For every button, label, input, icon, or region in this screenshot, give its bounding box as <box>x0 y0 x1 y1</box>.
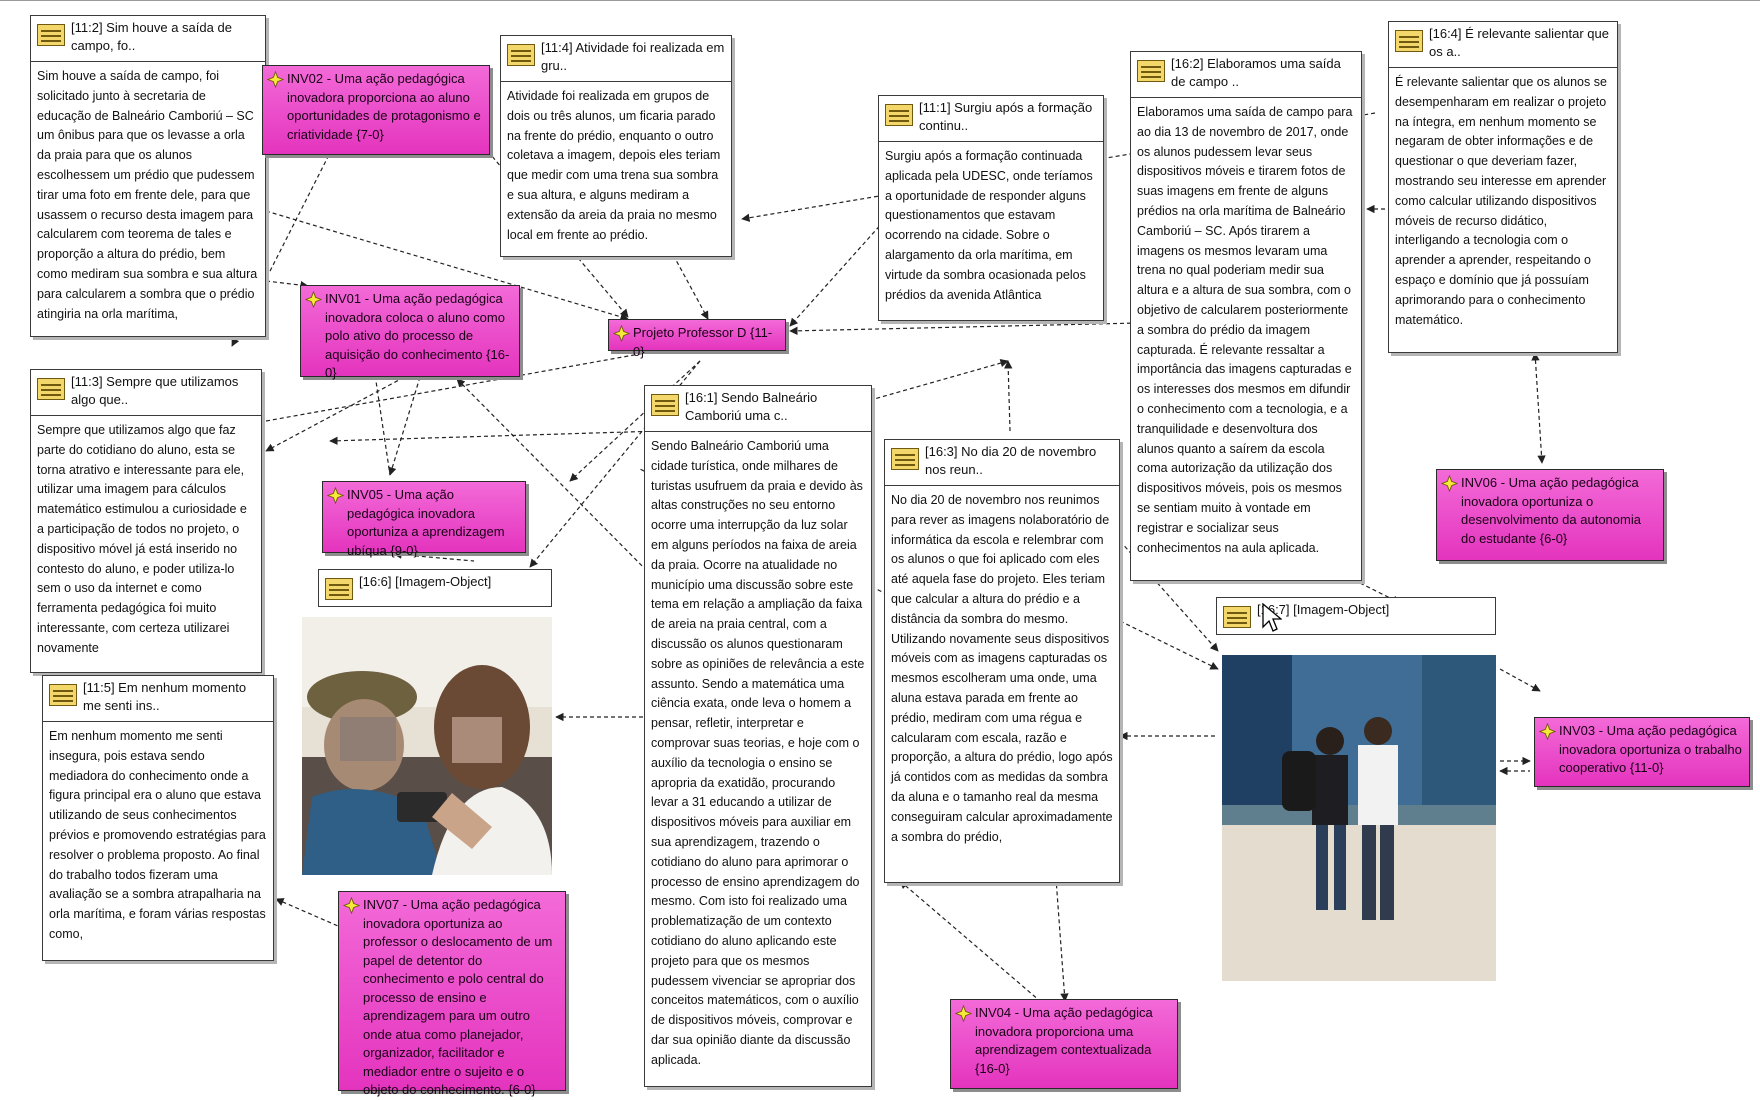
image-quotation-16-7[interactable]: [16:7] [Imagem-Object] <box>1216 597 1496 635</box>
link <box>789 322 1139 336</box>
link <box>899 880 1041 1002</box>
code-inv04[interactable]: INV04 - Uma ação pedagógica inovadora pr… <box>950 999 1178 1089</box>
quotation-16-4[interactable]: [16:4] É relevante salientar que os a.. … <box>1388 21 1618 353</box>
link <box>275 898 339 927</box>
quotation-16-2[interactable]: [16:2] Elaboramos uma saída de campo .. … <box>1130 51 1362 581</box>
code-label: INV01 - Uma ação pedagógica inovadora co… <box>325 291 510 380</box>
code-label: Projeto Professor D {11-0} <box>633 325 773 359</box>
code-label: INV03 - Uma ação pedagógica inovadora op… <box>1559 723 1742 775</box>
quotation-text: Sim houve a saída de campo, foi solicita… <box>37 69 258 321</box>
quotation-text: Atividade foi realizada em grupos de doi… <box>507 89 721 242</box>
quotation-16-1[interactable]: [16:1] Sendo Balneário Camboriú uma c.. … <box>644 385 872 1087</box>
quotation-text: Em nenhum momento me senti insegura, poi… <box>49 729 266 941</box>
quotation-title: [16:6] [Imagem-Object] <box>359 574 492 589</box>
code-label: INV05 - Uma ação pedagógica inovadora op… <box>347 487 505 558</box>
photo-students-on-beach[interactable] <box>1222 655 1496 981</box>
code-label: INV06 - Uma ação pedagógica inovadora op… <box>1461 475 1641 546</box>
code-sparkle-icon <box>267 71 284 88</box>
code-sparkle-icon <box>955 1005 972 1022</box>
code-sparkle-icon <box>327 487 344 504</box>
code-label: INV07 - Uma ação pedagógica inovadora op… <box>363 897 553 1097</box>
memo-note-icon <box>1137 60 1165 82</box>
mouse-cursor-icon <box>1262 603 1282 632</box>
quotation-title: [16:4] É relevante salientar que os a.. <box>1429 26 1609 59</box>
code-sparkle-icon <box>305 291 322 308</box>
quotation-title: [16:3] No dia 20 de novembro nos reun.. <box>925 444 1097 477</box>
quotation-text: Elaboramos uma saída de campo para ao di… <box>1137 105 1353 555</box>
photo-image <box>302 617 552 875</box>
code-inv03[interactable]: INV03 - Uma ação pedagógica inovadora op… <box>1534 717 1750 787</box>
link <box>388 376 421 476</box>
memo-note-icon <box>891 448 919 470</box>
code-label: INV02 - Uma ação pedagógica inovadora pr… <box>287 71 481 142</box>
quotation-title: [11:5] Em nenhum momento me senti ins.. <box>83 680 247 713</box>
link <box>1531 352 1546 464</box>
code-inv05[interactable]: INV05 - Uma ação pedagógica inovadora op… <box>322 481 526 558</box>
code-inv01[interactable]: INV01 - Uma ação pedagógica inovadora co… <box>300 285 520 380</box>
quotation-text: Sempre que utilizamos algo que faz parte… <box>37 423 247 655</box>
quotation-title: [11:3] Sempre que utilizamos algo que.. <box>71 374 239 407</box>
quotation-11-1[interactable]: [11:1] Surgiu após a formação continu.. … <box>878 95 1104 321</box>
photo-image <box>1222 655 1496 981</box>
quotation-11-3[interactable]: [11:3] Sempre que utilizamos algo que.. … <box>30 369 262 673</box>
code-inv06[interactable]: INV06 - Uma ação pedagógica inovadora op… <box>1436 469 1664 561</box>
quotation-title: [11:2] Sim houve a saída de campo, fo.. <box>71 20 232 53</box>
quotation-11-2[interactable]: [11:2] Sim houve a saída de campo, fo.. … <box>30 15 266 337</box>
link <box>789 220 885 327</box>
memo-note-icon <box>507 44 535 66</box>
code-sparkle-icon <box>613 325 630 342</box>
memo-note-icon <box>1223 606 1251 628</box>
memo-note-icon <box>49 684 77 706</box>
image-quotation-16-6[interactable]: [16:6] [Imagem-Object] <box>318 569 552 607</box>
link <box>456 378 661 585</box>
quotation-text: Sendo Balneário Camboriú uma cidade turí… <box>651 439 865 1067</box>
memo-note-icon <box>37 24 65 46</box>
memo-note-icon <box>651 394 679 416</box>
quotation-text: É relevante salientar que os alunos se d… <box>1395 75 1607 327</box>
link <box>1119 620 1219 670</box>
photo-students-with-phone[interactable] <box>302 617 552 875</box>
memo-note-icon <box>885 104 913 126</box>
code-sparkle-icon <box>1539 723 1556 740</box>
memo-note-icon <box>1395 30 1423 52</box>
link <box>1499 668 1541 692</box>
code-sparkle-icon <box>343 897 360 914</box>
link <box>669 248 709 320</box>
quotation-11-5[interactable]: [11:5] Em nenhum momento me senti ins.. … <box>42 675 274 961</box>
code-inv02[interactable]: INV02 - Uma ação pedagógica inovadora pr… <box>262 65 490 155</box>
code-sparkle-icon <box>1441 475 1458 492</box>
quotation-text: No dia 20 de novembro nos reunimos para … <box>891 493 1113 844</box>
code-inv07[interactable]: INV07 - Uma ação pedagógica inovadora op… <box>338 891 566 1097</box>
quotation-title: [16:1] Sendo Balneário Camboriú uma c.. <box>685 390 818 423</box>
quotation-11-4[interactable]: [11:4] Atividade foi realizada em gru.. … <box>500 35 732 257</box>
code-project-professor-d[interactable]: Projeto Professor D {11-0} <box>608 319 786 359</box>
quotation-16-3[interactable]: [16:3] No dia 20 de novembro nos reun.. … <box>884 439 1120 883</box>
quotation-title: [11:1] Surgiu após a formação continu.. <box>919 100 1093 133</box>
memo-note-icon <box>37 378 65 400</box>
quotation-title: [11:4] Atividade foi realizada em gru.. <box>541 40 725 73</box>
memo-note-icon <box>325 578 353 600</box>
link <box>393 550 475 562</box>
link <box>859 359 1009 404</box>
link <box>329 430 661 445</box>
quotation-text: Surgiu após a formação continuada aplica… <box>885 149 1093 302</box>
link <box>1004 360 1013 432</box>
quotation-title: [16:7] [Imagem-Object] <box>1257 602 1390 617</box>
code-label: INV04 - Uma ação pedagógica inovadora pr… <box>975 1005 1153 1076</box>
quotation-title: [16:2] Elaboramos uma saída de campo .. <box>1171 56 1341 89</box>
